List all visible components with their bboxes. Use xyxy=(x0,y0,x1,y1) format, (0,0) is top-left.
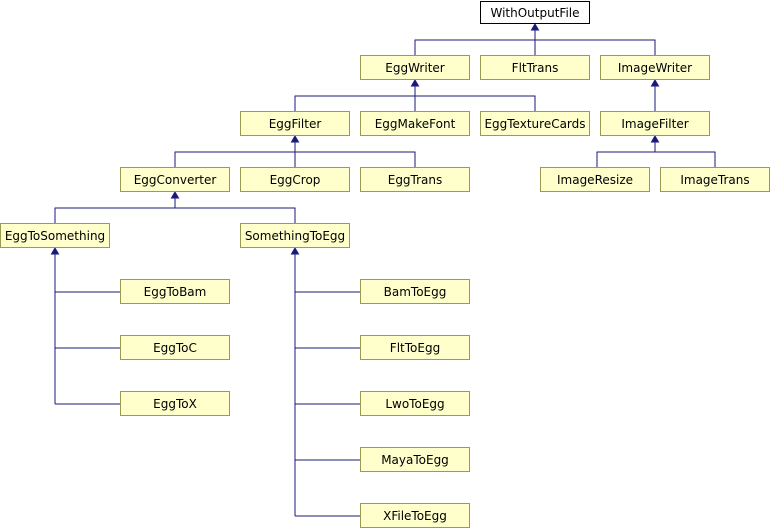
class-node-label: WithOutputFile xyxy=(490,6,579,20)
class-node-box xyxy=(240,167,350,192)
class-node-label: EggCrop xyxy=(270,173,321,187)
class-node-box xyxy=(360,111,470,136)
arrow-to-withoutputfile xyxy=(530,23,540,31)
class-node-label: BamToEgg xyxy=(384,285,447,299)
class-node-label: XFileToEgg xyxy=(383,509,447,523)
class-node-box xyxy=(360,391,470,416)
class-node-imagefilter[interactable]: ImageFilter xyxy=(600,111,710,136)
class-node-box xyxy=(360,167,470,192)
class-node-label: ImageTrans xyxy=(680,173,749,187)
class-node-imageresize[interactable]: ImageResize xyxy=(540,167,650,192)
class-node-label: ImageFilter xyxy=(621,117,688,131)
class-node-label: EggTextureCards xyxy=(484,117,585,131)
class-node-label: EggToC xyxy=(153,341,197,355)
class-node-label: EggToBam xyxy=(144,285,207,299)
arrow-to-eggwriter xyxy=(410,79,420,87)
arrowheads xyxy=(50,23,660,255)
class-node-label: ImageResize xyxy=(557,173,633,187)
class-node-box xyxy=(480,111,590,136)
class-node-box xyxy=(360,55,470,80)
class-node-label: EggToSomething xyxy=(5,229,105,243)
edge-eggconverter-bus xyxy=(54,207,296,223)
class-node-box xyxy=(600,55,710,80)
arrow-to-somethingtoegg xyxy=(290,247,300,255)
class-node-somethingtoegg[interactable]: SomethingToEgg xyxy=(240,223,350,248)
class-node-box xyxy=(240,111,350,136)
class-node-box xyxy=(120,391,230,416)
class-node-label: EggFilter xyxy=(269,117,322,131)
class-node-label: EggToX xyxy=(153,397,197,411)
class-node-bamtoegg[interactable]: BamToEgg xyxy=(360,279,470,304)
class-node-box xyxy=(360,447,470,472)
class-node-eggtox[interactable]: EggToX xyxy=(120,391,230,416)
arrow-to-eggconverter xyxy=(170,191,180,199)
class-node-box xyxy=(540,167,650,192)
class-node-box xyxy=(120,335,230,360)
arrow-to-imagefilter xyxy=(650,135,660,143)
class-node-box xyxy=(660,167,770,192)
class-node-box xyxy=(120,167,230,192)
class-node-label: EggConverter xyxy=(134,173,217,187)
class-node-flttoegg[interactable]: FltToEgg xyxy=(360,335,470,360)
class-node-lwotoegg[interactable]: LwoToEgg xyxy=(360,391,470,416)
class-node-imagewriter[interactable]: ImageWriter xyxy=(600,55,710,80)
class-node-eggtoc[interactable]: EggToC xyxy=(120,335,230,360)
class-node-box xyxy=(480,55,590,80)
class-node-label: SomethingToEgg xyxy=(245,229,345,243)
class-node-eggtobam[interactable]: EggToBam xyxy=(120,279,230,304)
class-node-eggconverter[interactable]: EggConverter xyxy=(120,167,230,192)
class-node-box xyxy=(360,503,470,528)
class-node-label: FltTrans xyxy=(512,61,559,75)
class-node-eggtexturecards[interactable]: EggTextureCards xyxy=(480,111,590,136)
class-node-box xyxy=(360,279,470,304)
class-node-flttrans[interactable]: FltTrans xyxy=(480,55,590,80)
class-node-label: EggWriter xyxy=(385,61,444,75)
arrow-to-eggtosomething xyxy=(50,247,60,255)
arrow-to-eggfilter xyxy=(290,135,300,143)
class-node-label: EggTrans xyxy=(388,173,443,187)
class-node-label: MayaToEgg xyxy=(381,453,449,467)
class-node-box xyxy=(240,223,350,248)
edges xyxy=(54,28,716,517)
class-node-box xyxy=(0,223,110,248)
class-node-box xyxy=(120,279,230,304)
class-node-eggfilter[interactable]: EggFilter xyxy=(240,111,350,136)
class-node-box xyxy=(360,335,470,360)
class-node-eggcrop[interactable]: EggCrop xyxy=(240,167,350,192)
class-node-imagetrans[interactable]: ImageTrans xyxy=(660,167,770,192)
class-node-mayatoegg[interactable]: MayaToEgg xyxy=(360,447,470,472)
class-node-xfiletoegg[interactable]: XFileToEgg xyxy=(360,503,470,528)
class-node-eggtosomething[interactable]: EggToSomething xyxy=(0,223,110,248)
class-node-eggtrans[interactable]: EggTrans xyxy=(360,167,470,192)
class-node-label: LwoToEgg xyxy=(385,397,444,411)
class-node-eggmakefont[interactable]: EggMakeFont xyxy=(360,111,470,136)
class-node-eggwriter[interactable]: EggWriter xyxy=(360,55,470,80)
class-node-box xyxy=(480,1,590,24)
class-node-label: FltToEgg xyxy=(390,341,440,355)
class-node-withoutputfile[interactable]: WithOutputFile xyxy=(480,1,590,24)
class-node-label: ImageWriter xyxy=(618,61,692,75)
edge-imagefilter-bus xyxy=(596,151,716,167)
class-node-label: EggMakeFont xyxy=(375,117,456,131)
class-node-box xyxy=(600,111,710,136)
arrow-to-imagewriter xyxy=(650,79,660,87)
